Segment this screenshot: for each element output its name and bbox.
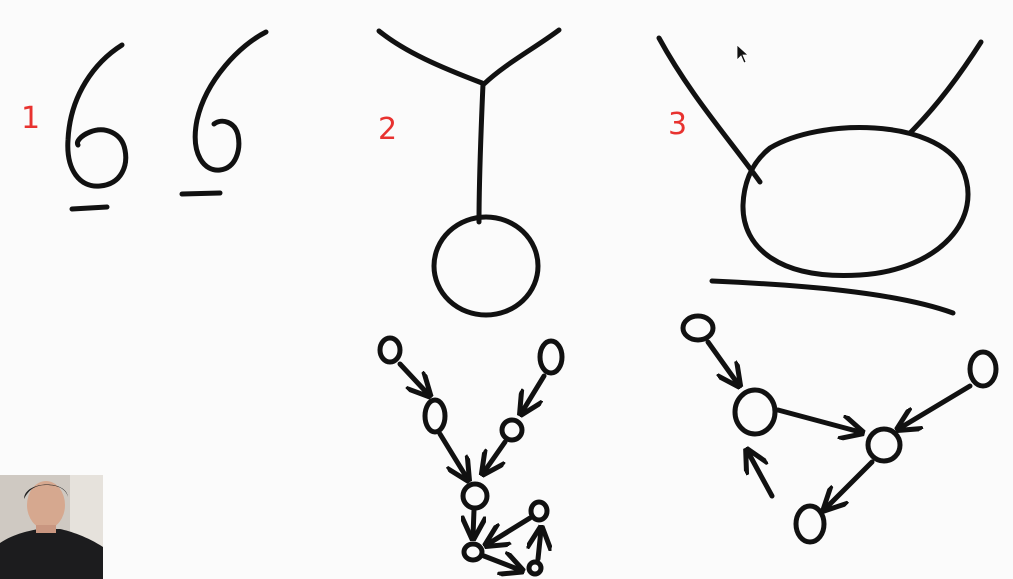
mouse-pointer-icon [736, 44, 750, 64]
graph-node [461, 541, 485, 563]
right-string [907, 39, 984, 136]
ground-line [709, 278, 956, 316]
graph-edge [397, 361, 428, 394]
section-label-1: 1 [21, 101, 41, 136]
left-string [656, 35, 763, 185]
y-right-branch [481, 27, 562, 87]
big-ellipse [740, 125, 971, 279]
graph-node [732, 387, 778, 437]
hanging-circle [431, 214, 541, 318]
graph-edge [705, 339, 738, 384]
webcam-overlay [0, 475, 103, 579]
section-label-2: 2 [378, 112, 398, 147]
graph-edge [748, 452, 775, 499]
graph-edge [522, 373, 547, 412]
graph-edge [484, 439, 508, 472]
graph-edge [488, 515, 533, 544]
section-2-drawing [376, 27, 565, 577]
graph-edge [900, 383, 973, 428]
graph-edge [473, 507, 474, 536]
graph-node [793, 503, 827, 545]
graph-node [460, 481, 490, 511]
graph-node [526, 559, 544, 577]
graph-node [537, 338, 565, 376]
graph-node [528, 499, 550, 523]
presenter-video [0, 475, 103, 579]
graph-node [967, 349, 999, 389]
graph-node [377, 335, 403, 365]
graph-edge [826, 459, 875, 508]
graph-2 [377, 335, 565, 577]
sketch-six-right [192, 29, 269, 173]
underline-right [179, 190, 223, 197]
underline-left [69, 204, 110, 212]
graph-edge [481, 556, 520, 570]
section-3-drawing [656, 35, 999, 545]
graph-edge [538, 530, 541, 562]
graph-node [680, 313, 716, 343]
graph-node [422, 397, 448, 435]
graph-edge [775, 407, 860, 432]
graph-3 [680, 313, 999, 545]
sketch-six-left [65, 42, 129, 189]
section-label-3: 3 [668, 107, 688, 142]
graph-node [865, 426, 903, 464]
section-1-drawing [65, 29, 269, 212]
y-left-branch [376, 28, 485, 86]
y-stem [476, 81, 486, 225]
graph-edge [437, 431, 467, 478]
graph-node [499, 417, 525, 443]
